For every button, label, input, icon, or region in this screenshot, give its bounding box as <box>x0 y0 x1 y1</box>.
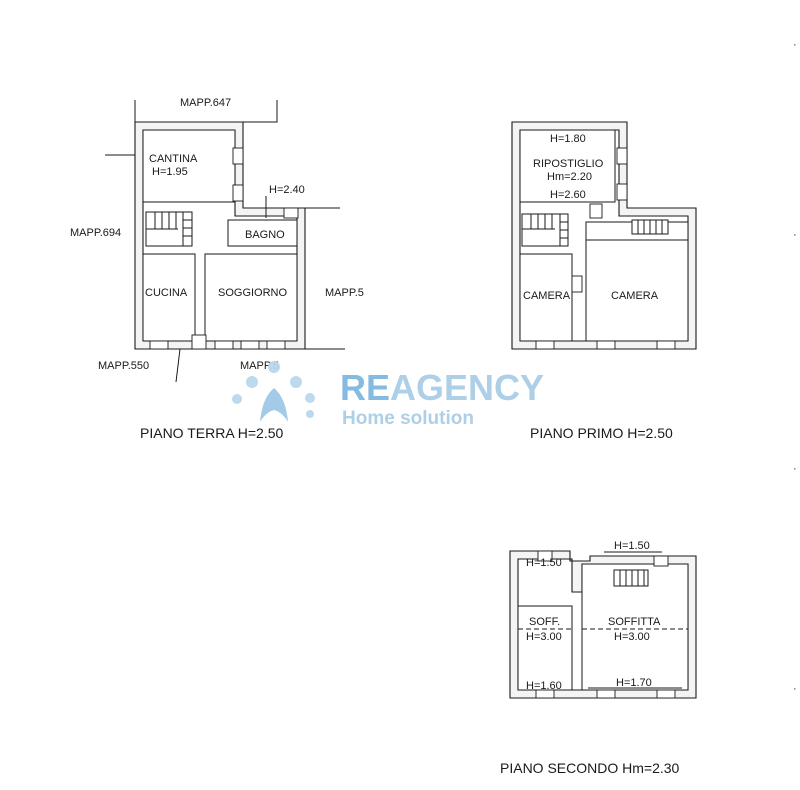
window <box>232 184 244 202</box>
window <box>149 340 169 350</box>
soff-room <box>517 605 573 691</box>
cucina-label: CUCINA <box>145 287 188 299</box>
camera-left-label: CAMERA <box>523 290 571 302</box>
second-height-top-left: H=1.50 <box>526 557 562 569</box>
door <box>191 334 207 350</box>
ground-floor-title: PIANO TERRA H=2.50 <box>140 425 284 441</box>
soffitta-label: SOFFITTA <box>608 616 661 628</box>
window <box>616 147 628 165</box>
window <box>653 555 669 567</box>
ripostiglio-height-top: H=1.80 <box>550 133 586 145</box>
window <box>535 340 555 350</box>
window <box>266 340 286 350</box>
edge-mark: · <box>793 229 797 241</box>
second-floor-plan: H=1.50 H=1.50 SOFF. H=3.00 SOFFITTA H=3.… <box>500 540 697 776</box>
neighbor-label-left: MAPP.694 <box>70 227 121 239</box>
window <box>214 340 234 350</box>
first-floor-plan: H=1.80 RIPOSTIGLIO Hm=2.20 H=2.60 CAMERA… <box>511 121 697 441</box>
soffitta-height-label: H=3.00 <box>614 631 650 643</box>
window <box>616 183 628 201</box>
neighbor-label-top: MAPP.647 <box>180 97 231 109</box>
soggiorno-label: SOGGIORNO <box>218 287 288 299</box>
camera-left-room <box>519 253 573 342</box>
reagency-logo: REAGENCY Home solution <box>232 361 544 429</box>
camera-right-room <box>585 221 689 342</box>
window <box>656 340 676 350</box>
cucina-room <box>142 253 196 342</box>
neighbor-label-right: MAPP.5 <box>325 287 364 299</box>
first-stairs-right <box>631 219 669 235</box>
cantina-room <box>142 129 236 203</box>
logo-brand-text: REAGENCY <box>340 367 544 408</box>
window <box>596 340 616 350</box>
ripostiglio-height-bottom: H=2.60 <box>550 189 586 201</box>
second-height-bottom-left: H=1.60 <box>526 680 562 692</box>
ground-floor-plan: MAPP.647 MAPP.694 MAPP.5 MAPP.550 MAPP.5… <box>70 97 364 441</box>
door <box>589 203 603 219</box>
soff-height-label: H=3.00 <box>526 631 562 643</box>
second-stairs <box>613 569 649 587</box>
bagno-height-label: H=2.40 <box>269 184 305 196</box>
ground-stairs <box>145 211 193 247</box>
window <box>537 550 553 562</box>
first-stairs <box>521 213 569 247</box>
second-floor-title: PIANO SECONDO Hm=2.30 <box>500 760 680 776</box>
window <box>240 340 260 350</box>
edge-mark: · <box>793 683 797 695</box>
ripostiglio-hm-label: Hm=2.20 <box>547 171 592 183</box>
ripostiglio-room <box>519 129 616 203</box>
bagno-room <box>227 219 298 247</box>
camera-right-label: CAMERA <box>611 290 659 302</box>
bagno-label: BAGNO <box>245 229 285 241</box>
edge-mark: · <box>793 39 797 51</box>
window <box>232 147 244 165</box>
cantina-height-label: H=1.95 <box>152 166 188 178</box>
window <box>535 689 555 699</box>
soff-label: SOFF. <box>529 616 560 628</box>
window <box>283 207 299 219</box>
soggiorno-room <box>204 253 298 342</box>
window <box>656 689 676 699</box>
neighbor-label-bottom-left: MAPP.550 <box>98 360 149 372</box>
first-floor-title: PIANO PRIMO H=2.50 <box>530 425 673 441</box>
cantina-label: CANTINA <box>149 153 198 165</box>
second-height-top-right: H=1.50 <box>614 540 650 552</box>
ripostiglio-label: RIPOSTIGLIO <box>533 158 604 170</box>
second-height-bottom-right: H=1.70 <box>616 677 652 689</box>
logo-tagline: Home solution <box>342 408 474 429</box>
window <box>596 689 616 699</box>
boundary-line-bottom <box>175 348 181 383</box>
edge-mark: · <box>793 463 797 475</box>
logo-mark-icon <box>232 361 315 422</box>
window <box>571 275 583 293</box>
